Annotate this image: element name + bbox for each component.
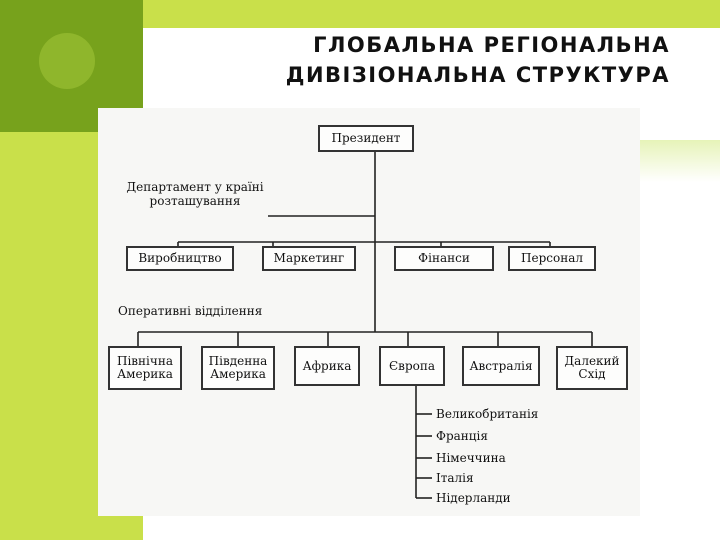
- org-chart-scan: Президент Департамент у країні розташува…: [98, 108, 640, 516]
- leaf-country-france: Франція: [436, 429, 488, 443]
- leaf-country-uk: Великобританія: [436, 407, 539, 421]
- org-chart-connectors: [137, 152, 593, 499]
- slide-title-line-1: ГЛОБАЛЬНА РЕГІОНАЛЬНА: [313, 33, 670, 57]
- node-region-north-america: Північна Америка: [108, 346, 182, 390]
- slide-title-line-2: ДИВІЗІОНАЛЬНА СТРУКТУРА: [285, 63, 670, 87]
- label-operational-divisions: Оперативні відділення: [118, 304, 263, 318]
- node-function-production: Виробництво: [126, 246, 234, 271]
- background-lime-top-band: [143, 0, 720, 28]
- leaf-country-italy: Італія: [436, 471, 474, 485]
- node-region-south-america: Південна Америка: [201, 346, 275, 390]
- node-region-australia: Австралія: [462, 346, 540, 386]
- node-region-africa: Африка: [294, 346, 360, 386]
- node-region-far-east: Далекий Схід: [556, 346, 628, 390]
- node-function-personnel: Персонал: [508, 246, 596, 271]
- node-region-europe: Європа: [379, 346, 445, 386]
- leaf-country-netherlands: Нідерланди: [436, 491, 511, 505]
- node-function-marketing: Маркетинг: [262, 246, 356, 271]
- leaf-country-germany: Німеччина: [436, 451, 506, 465]
- node-country-department: Департамент у країні розташування: [126, 180, 264, 208]
- slide-title: ГЛОБАЛЬНА РЕГІОНАЛЬНА ДИВІЗІОНАЛЬНА СТРУ…: [150, 30, 670, 90]
- background-right-accent: [640, 140, 720, 182]
- background-circle-ornament: [39, 33, 95, 89]
- node-function-finance: Фінанси: [394, 246, 494, 271]
- node-president: Президент: [318, 125, 414, 152]
